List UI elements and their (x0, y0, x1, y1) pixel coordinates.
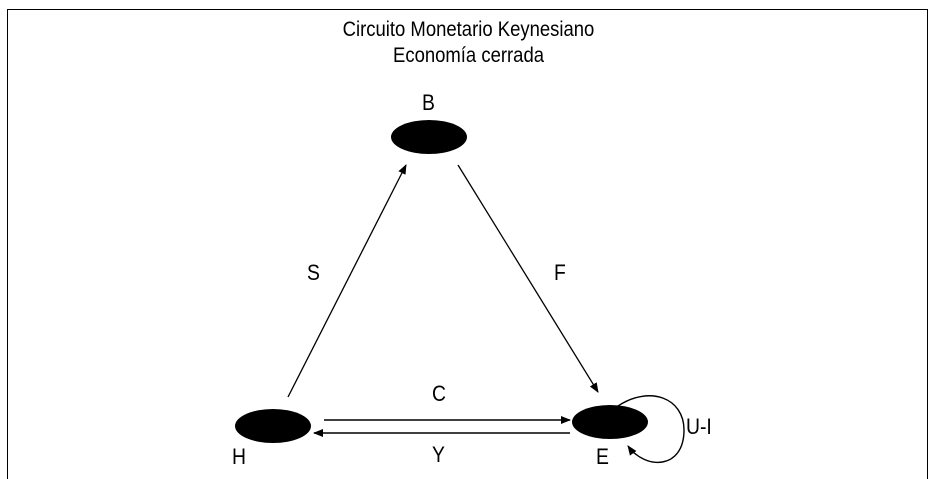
diagram-title: Circuito Monetario Keynesiano Economía c… (56, 17, 881, 69)
node-b (391, 120, 467, 154)
node-label-b: B (422, 90, 435, 115)
node-label-e: E (596, 444, 609, 469)
arrow-u-i (617, 395, 685, 464)
node-label-h: H (232, 444, 246, 469)
flow-label-u-i: U-I (686, 414, 712, 439)
flow-label-f: F (554, 260, 566, 285)
arrow-f (457, 164, 599, 393)
diagram-frame (7, 9, 928, 479)
flow-label-y: Y (432, 442, 445, 467)
arrow-s (287, 164, 407, 398)
title-line-2: Economía cerrada (392, 44, 545, 67)
node-h (235, 409, 311, 443)
flow-label-c: C (432, 381, 446, 406)
title-line-1: Circuito Monetario Keynesiano (342, 18, 595, 41)
flow-label-s: S (307, 260, 320, 285)
node-e (572, 405, 648, 439)
